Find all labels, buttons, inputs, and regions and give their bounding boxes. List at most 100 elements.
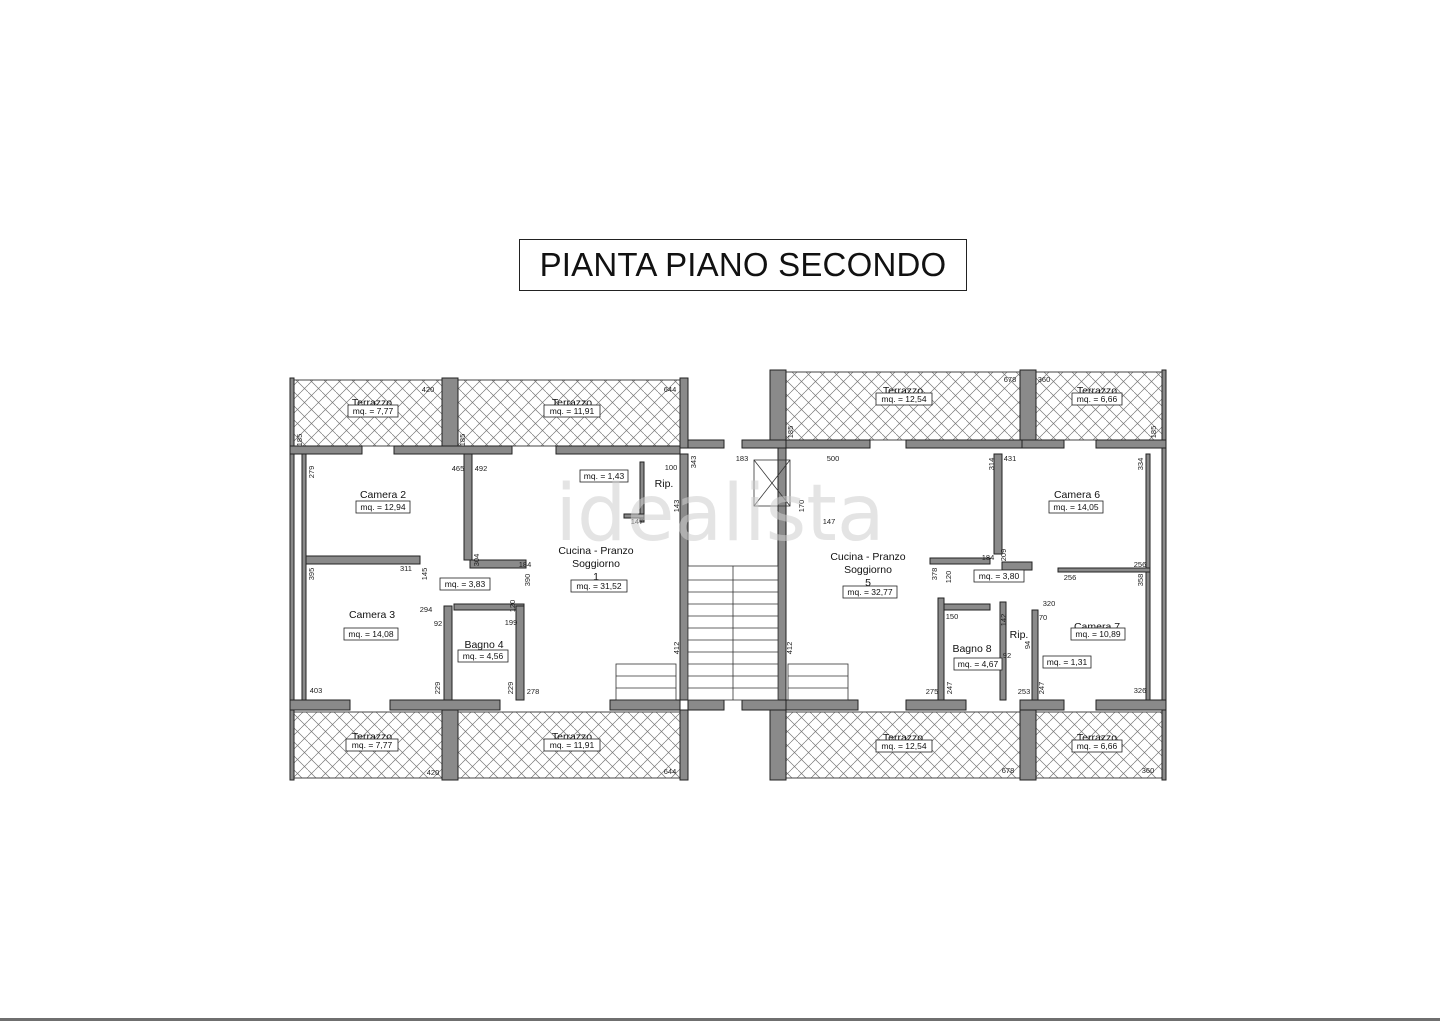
dimension-label: 395 xyxy=(307,568,316,581)
dimension-label: 185 xyxy=(295,434,304,447)
room-area: mq. = 11,91 xyxy=(550,740,595,750)
area-box xyxy=(1042,655,1092,669)
dimension-label: 378 xyxy=(930,568,939,581)
dimension-label: 343 xyxy=(689,456,698,469)
plan-title: PIANTA PIANO SECONDO xyxy=(519,239,967,291)
room-area: mq. = 1,31 xyxy=(1047,657,1088,667)
area-box xyxy=(579,469,629,483)
room-name: Camera 3 xyxy=(349,609,395,621)
dimension-label: 678 xyxy=(1004,375,1017,384)
dimension-label: 360 xyxy=(1038,375,1051,384)
area-box xyxy=(570,579,628,593)
area-box xyxy=(1071,392,1123,406)
room-name: Cucina - Pranzo xyxy=(830,551,905,563)
room-area: mq. = 14,05 xyxy=(1053,502,1098,512)
room-number: 1 xyxy=(593,571,599,583)
dimension-label: 304 xyxy=(472,554,481,567)
room-name-line2: Soggiorno xyxy=(572,558,620,570)
dimension-label: 185 xyxy=(1149,426,1158,439)
room-name: Rip. xyxy=(1010,629,1029,641)
dimension-label: 183 xyxy=(736,454,749,463)
room-rip1: Rip.mq. = 1,43 xyxy=(579,469,674,490)
dimension-label: 412 xyxy=(672,642,681,655)
dimension-label: 229 xyxy=(506,682,515,695)
dimension-label: 431 xyxy=(1004,454,1017,463)
terrace-top-right-2 xyxy=(1035,371,1163,441)
room-area: mq. = 7,77 xyxy=(352,740,393,750)
dimension-label: 311 xyxy=(400,564,412,573)
room-area: mq. = 4,56 xyxy=(463,651,504,661)
room-name-line2: Soggiorno xyxy=(844,564,892,576)
room-name: Rip. xyxy=(655,478,674,490)
dimension-label: 412 xyxy=(785,642,794,655)
dimension-label: 678 xyxy=(1002,766,1015,775)
terrace-top-right-1 xyxy=(785,371,1021,441)
room-area: mq. = 6,66 xyxy=(1077,394,1118,404)
dimension-label: 334 xyxy=(1136,458,1145,471)
room-name: Cucina - Pranzo xyxy=(558,545,633,557)
dimension-label: 70 xyxy=(1039,613,1047,622)
room-area: mq. = 31,52 xyxy=(576,581,621,591)
dimension-label: 142 xyxy=(999,614,1008,627)
dimension-label: 120 xyxy=(944,571,953,584)
staircase xyxy=(615,459,849,701)
room-area: mq. = 10,89 xyxy=(1075,629,1120,639)
room-area: mq. = 12,54 xyxy=(881,394,926,404)
dimension-label: 279 xyxy=(307,466,316,479)
dimension-label: 92 xyxy=(1003,651,1011,660)
room-disimpegno5: mq. = 3,80 xyxy=(973,569,1025,583)
room-name: Camera 6 xyxy=(1054,489,1100,501)
dimension-label: 500 xyxy=(827,454,840,463)
area-box xyxy=(439,577,491,591)
room-area: mq. = 3,80 xyxy=(979,571,1020,581)
area-box xyxy=(343,627,399,641)
area-box xyxy=(875,392,933,406)
dimension-label: 184 xyxy=(519,560,532,569)
dimension-label: 150 xyxy=(946,612,959,621)
area-box xyxy=(842,585,898,599)
dimension-label: 420 xyxy=(422,385,435,394)
room-area: mq. = 14,08 xyxy=(348,629,393,639)
area-box xyxy=(543,404,601,418)
dimension-label: 94 xyxy=(1023,641,1032,649)
area-box xyxy=(457,649,509,663)
room-area: mq. = 11,91 xyxy=(550,406,595,416)
room-camera3: Camera 3 mq. = 14,08 xyxy=(343,609,399,641)
area-box xyxy=(355,500,411,514)
area-box xyxy=(953,657,1003,671)
room-area: mq. = 7,77 xyxy=(353,406,394,416)
dimension-label: 247 xyxy=(945,682,954,695)
dimension-label: 294 xyxy=(420,605,433,614)
area-box xyxy=(973,569,1025,583)
room-disimpegno1: mq. = 3,83 xyxy=(439,577,491,591)
room-camera2: Camera 2mq. = 12,94 xyxy=(355,489,411,514)
dimension-label: 420 xyxy=(427,768,440,777)
dimension-label: 644 xyxy=(664,767,677,776)
dimension-label: 185 xyxy=(458,434,467,447)
room-name: Bagno 4 xyxy=(464,639,503,651)
area-box xyxy=(345,738,399,752)
dimension-label: 229 xyxy=(433,682,442,695)
room-camera7: Camera 7mq. = 10,89 xyxy=(1070,621,1126,641)
dimension-label: 120 xyxy=(508,600,517,613)
dimension-label: 170 xyxy=(797,500,806,513)
room-name: Bagno 8 xyxy=(952,643,991,655)
dimension-label: 275 xyxy=(926,687,939,696)
dimension-label: 147 xyxy=(631,517,644,526)
dimension-label: 92 xyxy=(434,619,442,628)
room-area: mq. = 3,83 xyxy=(445,579,486,589)
dimension-label: 209 xyxy=(999,549,1008,562)
room-area: mq. = 4,67 xyxy=(958,659,999,669)
dimension-label: 184 xyxy=(982,553,995,562)
